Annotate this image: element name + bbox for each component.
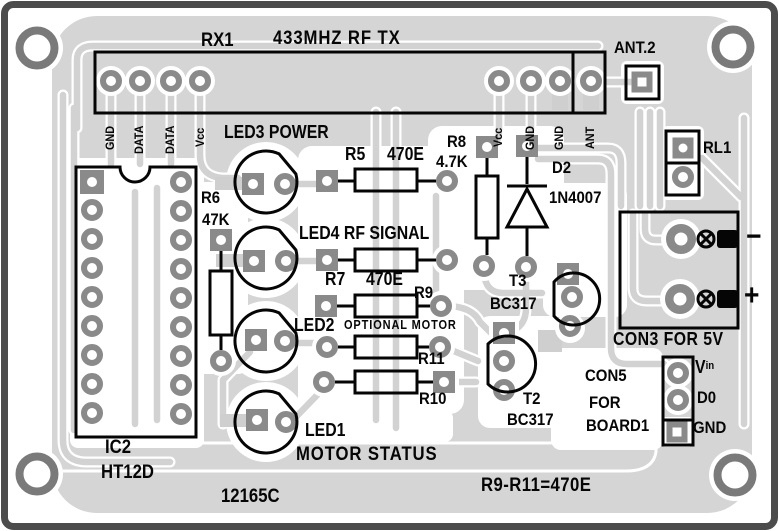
ic2-socket-pins <box>80 170 192 425</box>
r6-label: R6 <box>201 188 221 207</box>
rf-header-pins <box>100 70 602 92</box>
pin-label-gnd: GND <box>552 125 566 150</box>
r7-label: R7 <box>325 269 346 289</box>
r11-label: R11 <box>418 349 445 368</box>
rl1-label: RL1 <box>703 138 732 157</box>
pin-label-data: DATA <box>132 125 146 154</box>
led1-label: LED1 <box>305 420 346 440</box>
pour-separation-lines <box>56 405 658 473</box>
mounting-hole-bottom-left <box>15 452 59 496</box>
r5-label: R5 <box>345 144 366 164</box>
header-title-label: 433MHZ RF TX <box>273 28 401 49</box>
r5-value: 470E <box>387 144 425 164</box>
vin-sub: in <box>705 360 715 372</box>
con5-pads <box>666 362 689 443</box>
con3-label: CON3 FOR 5V <box>613 329 724 349</box>
d2-part-label: 1N4007 <box>549 188 602 207</box>
led2-outline <box>233 308 299 374</box>
wire-entry-tab <box>717 230 738 248</box>
led4-outline <box>233 225 299 291</box>
con5-label-line2: FOR <box>589 393 621 412</box>
ic2-part-label: HT12D <box>101 462 154 483</box>
resistor-pads <box>210 136 498 393</box>
pin-label-ant: ANT <box>583 126 597 149</box>
r7-value: 470E <box>366 269 404 289</box>
con5-outline <box>661 355 695 447</box>
pin-label-data: DATA <box>163 125 177 154</box>
r6-value: 47K <box>202 210 230 229</box>
resistor-r10-body <box>335 369 433 395</box>
wire-entry-tab <box>717 290 738 308</box>
led1-note-label: MOTOR STATUS <box>296 444 438 465</box>
r9-label: R9 <box>414 283 434 302</box>
led4-label: LED4 RF SIGNAL <box>299 223 430 243</box>
t2-part-label: BC317 <box>507 410 554 429</box>
t3-part-label: BC317 <box>490 294 537 313</box>
resistor-r11-body <box>338 334 429 360</box>
rl1-pads <box>672 137 694 188</box>
led1-outline <box>233 389 299 455</box>
ant2-label: ANT.2 <box>614 38 656 57</box>
transistor-t2-outline <box>486 334 538 394</box>
con5-pin-gnd-label: GND <box>693 418 727 437</box>
diode-pads <box>515 135 538 278</box>
rf-header-outline <box>93 50 607 115</box>
ant2-pad <box>631 71 653 93</box>
polarity-positive-icon: + <box>744 279 760 312</box>
board-code-label: 12165C <box>221 486 280 507</box>
screw-terminal-icon <box>696 289 716 309</box>
r10-label: R10 <box>419 389 447 408</box>
led3-outline <box>233 149 299 215</box>
con5-pin-d0-label: D0 <box>697 388 717 407</box>
resistor-r9-body <box>337 293 430 319</box>
con5-label-line1: CON5 <box>585 366 627 385</box>
con3-outline <box>618 210 740 330</box>
t3-label: T3 <box>509 271 527 290</box>
con5-label-line3: BOARD1 <box>586 416 650 435</box>
ic2-label: IC2 <box>105 437 132 458</box>
resistor-r7-body <box>338 247 436 273</box>
pin-label-vcc: Vcc <box>193 127 207 147</box>
pin-label-gnd: GND <box>103 125 117 150</box>
mounting-hole-top-left <box>15 26 59 70</box>
header-ref-label: RX1 <box>201 30 234 51</box>
con3-pads <box>665 224 696 314</box>
pin-label-vcc: Vcc <box>491 127 505 147</box>
ic2-socket-outline <box>74 165 198 439</box>
polarity-negative-icon: − <box>746 220 762 253</box>
vin-v: V <box>695 357 706 377</box>
pin-label-gnd: GND <box>523 125 537 150</box>
mounting-hole-top-right <box>711 25 755 69</box>
led3-label: LED3 POWER <box>224 122 329 142</box>
r8-label: R8 <box>447 132 467 151</box>
led2-note-label: OPTIONAL MOTOR <box>344 318 457 332</box>
screw-terminal-icon <box>696 229 716 249</box>
resistor-r5-body <box>338 167 436 193</box>
pads <box>15 25 757 497</box>
d2-label: D2 <box>552 158 572 177</box>
t2-label: T2 <box>523 389 541 408</box>
resistor-r6-body <box>208 251 234 350</box>
r8-value: 4.7K <box>436 152 468 171</box>
transistor-t3-outline <box>552 271 602 327</box>
led-pads <box>242 173 297 433</box>
resistor-note-label: R9-R11=470E <box>481 475 592 496</box>
silkscreen <box>74 50 740 455</box>
con5-pin-vin-label: Vin <box>695 358 714 376</box>
led2-label: LED2 <box>294 315 335 335</box>
diode-d2-symbol <box>504 157 550 256</box>
mounting-hole-bottom-right <box>713 453 757 497</box>
ant2-outline <box>624 64 661 101</box>
resistor-r8-body <box>474 158 500 255</box>
